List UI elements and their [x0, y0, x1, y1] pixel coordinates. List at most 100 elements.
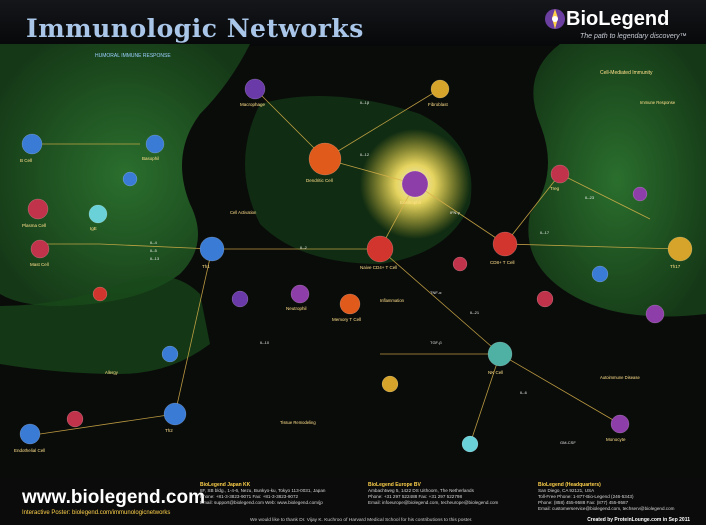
network-map: HUMORAL IMMUNE RESPONSE Cell-Mediated Im…	[0, 44, 706, 453]
cell-label: Memory T Cell	[332, 317, 361, 322]
cell-label: Macrophage	[240, 102, 266, 107]
cell-label: Mast Cell	[30, 262, 49, 267]
cell-extra-6	[632, 186, 648, 202]
cell-c7	[30, 239, 50, 259]
region-label-cell-mediated: Cell-Mediated Immunity	[600, 70, 653, 76]
cell-c13	[492, 231, 518, 257]
cells	[19, 78, 693, 453]
brand-logo[interactable]: BioLegend The path to legendary discover…	[540, 6, 690, 42]
cell-label: Basophil	[142, 156, 159, 161]
cell-extra-10	[161, 345, 179, 363]
office-line: Ambachtweg 5, 1422 DS Uithoorn, The Neth…	[368, 488, 474, 493]
mediator-label: IL-21	[470, 310, 480, 315]
footer: www.biolegend.com Interactive Poster: bi…	[0, 478, 706, 525]
mediator-label: IL-10	[260, 340, 270, 345]
process-label: Cell Activation	[230, 210, 257, 215]
region-label-humoral: HUMORAL IMMUNE RESPONSE	[95, 53, 171, 59]
cell-label: Naive CD4+ T Cell	[360, 265, 397, 270]
header: Immunologic Networks BioLegend The path …	[0, 0, 706, 46]
cell-c14	[667, 236, 693, 262]
cell-c3	[88, 204, 108, 224]
office-line: Email: customerservice@biolegend.com, te…	[538, 506, 675, 511]
mediator-label: IL-13	[150, 256, 160, 261]
cell-label: IgE	[90, 226, 97, 231]
cell-extra-5	[591, 265, 609, 283]
process-labels: Inflammation Cell Activation Allergy Aut…	[105, 100, 676, 425]
cell-extra-8	[645, 304, 665, 324]
cell-extra-2	[122, 171, 138, 187]
office-line: Phone: (858) 455-9588 Fax: (877) 455-958…	[538, 500, 629, 505]
cell-c1	[21, 133, 43, 155]
cell-c8	[401, 170, 429, 198]
office-line: Phone: +81-3-3823-9071 Fax: +81-3-3823-9…	[200, 494, 299, 499]
cell-c6	[308, 142, 342, 176]
cell-label: Endothelial Cell	[14, 448, 45, 453]
created-by: Created by ProteinLounge.com in Sep 2011	[587, 517, 690, 523]
mediator-label: IFN-γ	[450, 210, 460, 215]
cell-c18	[339, 293, 361, 315]
process-label: Inflammation	[380, 298, 405, 303]
interactive-poster-link[interactable]: Interactive Poster: biolegend.com/immuno…	[22, 510, 171, 516]
mediator-label: TGF-β	[430, 340, 442, 345]
cell-c2	[27, 198, 49, 220]
cell-c17	[610, 414, 630, 434]
office-europe: BioLegend Europe BV Ambachtweg 5, 1422 D…	[368, 482, 518, 506]
process-label: Immune Response	[640, 100, 676, 105]
office-line: 8F, SB bldg., 1-4-6, Nezu, Bunkyo-ku, To…	[200, 488, 326, 493]
cell-label: Th2	[165, 428, 173, 433]
cell-c11	[244, 78, 266, 100]
office-name: BioLegend (Headquarters)	[538, 482, 601, 488]
cell-extra-1	[66, 410, 84, 428]
cell-c16	[163, 402, 187, 426]
mediator-label: IL-4	[150, 240, 158, 245]
cell-extra-12	[381, 375, 399, 393]
mediator-label: GM-CSF	[560, 440, 576, 445]
acknowledgement: We would like to thank Dr. Vijay K. Kuch…	[250, 518, 473, 523]
office-line: Email: support@biolegend.com Web: www.bi…	[200, 500, 323, 505]
cell-c5	[366, 235, 394, 263]
cell-label: Th17	[670, 264, 681, 269]
cell-extra-3	[231, 290, 249, 308]
cell-c4	[199, 236, 225, 262]
cell-c15	[550, 164, 570, 184]
cell-label: Th1	[202, 264, 210, 269]
cell-label: CD8+ T Cell	[490, 260, 514, 265]
office-line: Phone: +31 297 522488 Fax: +31 297 52279…	[368, 494, 462, 499]
office-japan: BioLegend Japan KK 8F, SB bldg., 1-4-6, …	[200, 482, 350, 506]
cell-extra-11	[92, 286, 108, 302]
process-label: Autoimmune Disease	[600, 375, 640, 380]
mediator-label: IL-12	[360, 152, 370, 157]
office-line: San Diego, CA 92121, USA	[538, 488, 595, 493]
website-link[interactable]: www.biolegend.com	[22, 487, 205, 508]
process-label: Tissue Remodeling	[280, 420, 316, 425]
office-name: BioLegend Japan KK	[200, 482, 251, 488]
mediator-labels: IL-4 IL-5 IL-13 IL-12 IFN-γ TNF-α IL-17 …	[150, 100, 595, 445]
cell-c10	[290, 284, 310, 304]
cell-c19	[430, 79, 450, 99]
cell-labels: B Cell Plasma Cell IgE Th1 Naive CD4+ T …	[14, 102, 681, 453]
poster-title: Immunologic Networks	[26, 14, 364, 43]
cell-label: Plasma Cell	[22, 223, 46, 228]
cell-label: Eosinophil	[400, 200, 421, 205]
cell-label: Neutrophil	[286, 306, 307, 311]
cell-label: Dendritic Cell	[306, 178, 333, 183]
cell-label: Fibroblast	[428, 102, 449, 107]
brand-tagline: The path to legendary discovery™	[580, 33, 687, 40]
office-line: Toll-Free Phone: 1-877-Bio-Legend (246-5…	[538, 494, 634, 499]
office-name: BioLegend Europe BV	[368, 482, 421, 488]
process-label: Allergy	[105, 370, 119, 375]
cell-extra-7	[536, 290, 554, 308]
cell-label: NK Cell	[488, 370, 503, 375]
cell-extra-9	[461, 435, 479, 453]
cell-c9	[145, 134, 165, 154]
mediator-label: TNF-α	[430, 290, 442, 295]
cell-extra-4	[452, 256, 468, 272]
mediator-label: IL-6	[520, 390, 528, 395]
mediator-label: IL-17	[540, 230, 550, 235]
cell-label: Monocyte	[606, 437, 626, 442]
biolegend-logo-icon	[545, 9, 565, 29]
cell-c12	[487, 341, 513, 367]
cell-label: B Cell	[20, 158, 32, 163]
office-line: Email: infoeurope@biolegend.com, techeur…	[368, 500, 499, 505]
